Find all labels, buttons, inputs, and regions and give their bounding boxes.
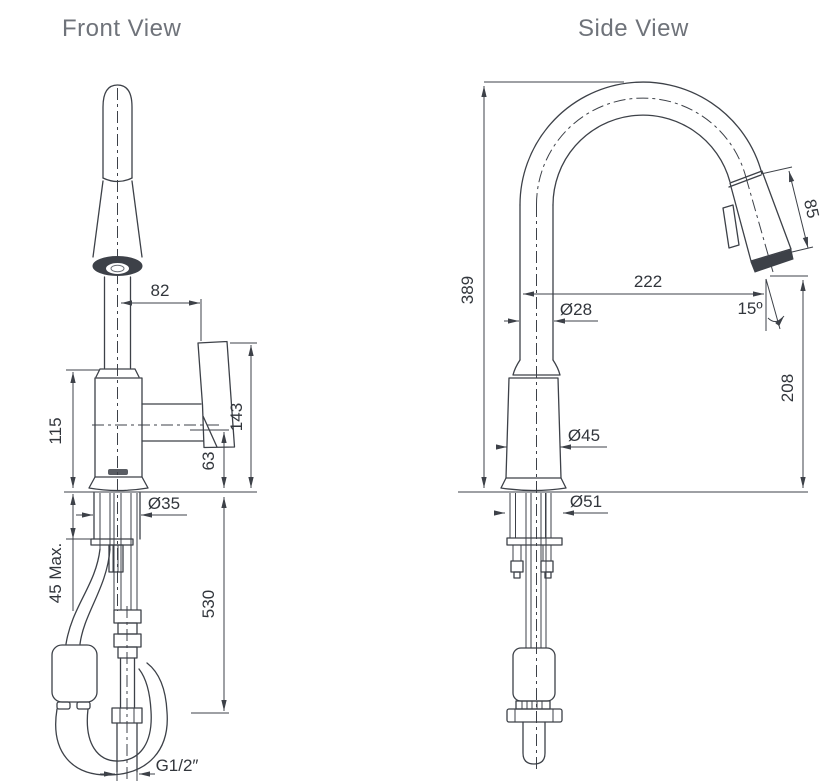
handle-lever <box>141 340 236 449</box>
riser-pipe <box>519 204 554 361</box>
dim-g12-label: G1/2″ <box>156 756 199 775</box>
collar <box>95 368 140 378</box>
dim-115-label: 115 <box>46 417 65 444</box>
side-view-drawing <box>500 81 794 770</box>
side-base-skirt <box>500 477 567 492</box>
side-arc-centerline <box>535 97 747 206</box>
brand-logo <box>108 469 128 475</box>
quick-connect-fittings <box>113 609 142 659</box>
hose-loop-inner <box>86 668 152 762</box>
mounting-flange <box>90 538 134 546</box>
spout-joint <box>102 177 133 183</box>
dim-82-label: 82 <box>151 281 170 300</box>
dim-222-label: 222 <box>634 272 662 291</box>
side-body <box>505 377 562 479</box>
side-head-centerline <box>745 177 774 273</box>
dim-85-label: 85 <box>800 197 823 220</box>
hose-weight <box>51 644 98 710</box>
dim-15deg-label: 15º <box>737 299 762 318</box>
side-collar <box>512 359 561 376</box>
side-flange <box>506 537 563 546</box>
pulldown-hose <box>65 548 111 645</box>
hex-nut <box>111 707 143 724</box>
dim-143-label: 143 <box>227 403 246 431</box>
side-spray-head <box>722 170 794 273</box>
front-view-drawing <box>51 84 236 779</box>
hose-loop-outer <box>55 662 168 776</box>
dim-389-label: 389 <box>458 276 477 304</box>
side-hose-weight <box>512 647 556 710</box>
mounting-shank <box>93 492 141 540</box>
dim-d35-label: Ø35 <box>148 494 180 513</box>
side-hose-tail <box>522 721 546 765</box>
gooseneck-inner <box>552 114 731 206</box>
side-view-title: Side View <box>578 15 689 42</box>
dim-63-label: 63 <box>199 452 218 471</box>
side-shank <box>509 493 552 538</box>
aerator-ring <box>92 256 143 276</box>
neck-pipe <box>103 276 132 369</box>
faucet-body <box>94 377 143 478</box>
dim-d45-label: Ø45 <box>568 426 600 445</box>
base-skirt <box>88 476 149 492</box>
spray-head-cone <box>92 180 143 258</box>
dim-d51-label: Ø51 <box>570 492 602 511</box>
dim-208-label: 208 <box>778 374 797 402</box>
dim-530-label: 530 <box>199 590 218 618</box>
side-hoses <box>525 493 547 648</box>
supply-tubes <box>99 493 138 610</box>
spout-tube <box>102 84 133 179</box>
dim-d28-label: Ø28 <box>560 300 592 319</box>
dim-45max-label: 45 Max. <box>46 543 65 603</box>
front-view-title: Front View <box>62 15 181 42</box>
side-view-dimensions: 389 222 Ø28 85 15º 208 Ø45 Ø51 <box>458 81 823 516</box>
front-view-dimensions: 82 115 143 63 Ø35 45 Max. 530 G1/2″ <box>46 281 257 781</box>
mounting-bolts <box>510 545 554 579</box>
supply-pipe <box>119 657 136 709</box>
gooseneck-outer <box>519 81 763 206</box>
side-wing-flange <box>506 708 563 723</box>
